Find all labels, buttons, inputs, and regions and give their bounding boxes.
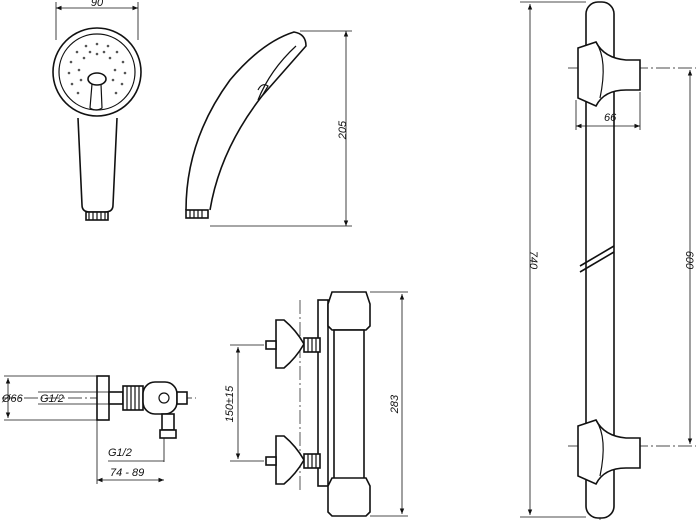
spray-nozzle-dots <box>67 42 127 95</box>
rail-centres-label: 600 <box>683 251 695 270</box>
rail-total-label: 740 <box>527 251 539 270</box>
handshower-width-label: 90 <box>91 0 104 9</box>
bar-spacing-label: 66 <box>604 112 617 124</box>
slide-rail: 66 740 600 <box>520 1 696 520</box>
inlet-connection-detail: Ø66 G1/2 G1/2 74 - 89 <box>1 375 196 484</box>
valve-height-label: 283 <box>389 394 401 414</box>
thread-top-label: G1/2 <box>40 393 64 405</box>
handshower-side-view: 205 <box>185 30 352 227</box>
projection-label: 74 - 89 <box>110 467 144 479</box>
thermostatic-valve: 150±15 283 <box>224 291 408 517</box>
thread-bottom-label: G1/2 <box>108 447 132 459</box>
rosette-diameter-label: Ø66 <box>1 393 24 405</box>
inlet-centres-label: 150±15 <box>224 385 236 423</box>
handshower-length-label: 205 <box>337 120 349 140</box>
handshower-front-view: 90 <box>52 0 142 221</box>
